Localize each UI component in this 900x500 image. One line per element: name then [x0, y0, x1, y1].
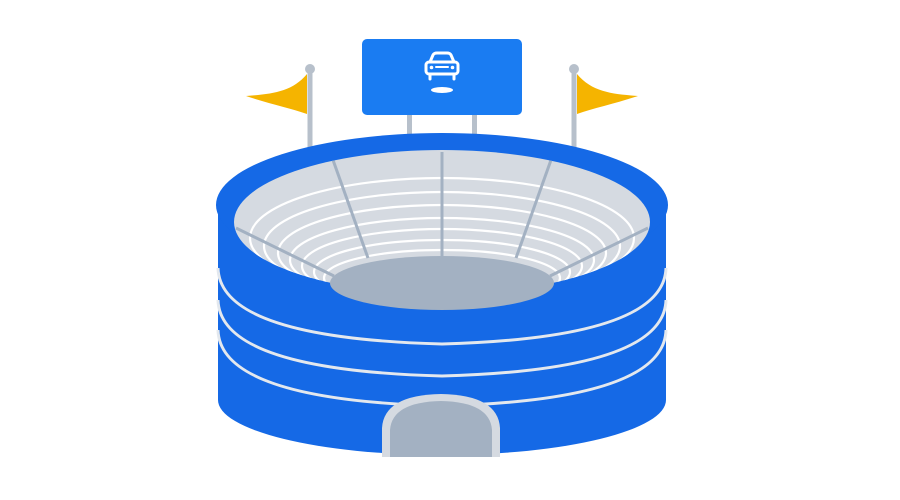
- aisles: [235, 152, 649, 278]
- stadium-field: [330, 256, 554, 310]
- car-icon: [424, 51, 460, 81]
- seating-bowl: [234, 150, 650, 310]
- car-shadow: [431, 87, 453, 93]
- right-flag-pole-tip: [569, 64, 579, 74]
- scoreboard-post-right: [472, 112, 477, 142]
- scoreboard-post-left: [407, 112, 412, 142]
- right-pennant-flag-icon: [577, 74, 638, 114]
- entrance-arch-inner: [390, 401, 492, 457]
- tier-stripe-2: [216, 299, 668, 378]
- car-headlight-left: [429, 65, 434, 70]
- left-pennant-flag-icon: [246, 74, 307, 114]
- right-flag: [569, 64, 638, 163]
- left-flag-pole-tip: [305, 64, 315, 74]
- scoreboard-panel: [362, 39, 522, 115]
- scoreboard-posts: [407, 112, 477, 142]
- tier-stripe-1: [216, 267, 668, 346]
- left-flag: [246, 64, 315, 163]
- scoreboard: [362, 39, 522, 115]
- car-headlight-right: [450, 65, 455, 70]
